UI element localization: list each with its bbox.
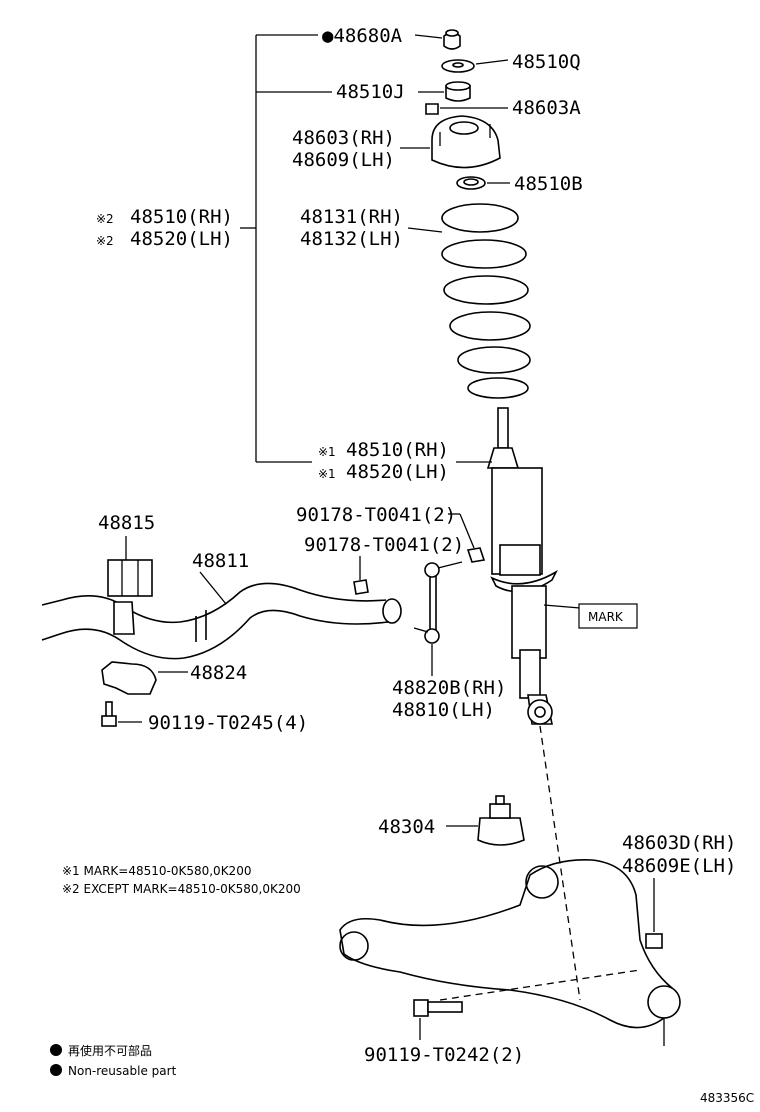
label-90178-b: 90178-T0041(2) xyxy=(304,534,464,556)
label-48603a: 48603A xyxy=(512,97,581,119)
label-48510j: 48510J xyxy=(336,81,405,103)
legend-en: Non-reusable part xyxy=(68,1064,177,1078)
stabilizer-bar xyxy=(41,571,402,660)
label-48815: 48815 xyxy=(98,512,155,534)
part-48815-bushing xyxy=(107,536,153,597)
label-48304: 48304 xyxy=(378,816,435,838)
part-90119-t0245-bolt xyxy=(101,701,142,727)
label-48811: 48811 xyxy=(192,550,249,572)
label-48510-group1: 48510(RH) xyxy=(346,439,449,461)
label-48603d: 48603D(RH) xyxy=(622,832,736,854)
label-48810: 48810(LH) xyxy=(392,699,495,721)
part-48603d-nut xyxy=(645,878,663,949)
label-48680a: ●48680A xyxy=(322,25,403,47)
mark-label: MARK xyxy=(588,610,624,624)
label-48510-group2: 48510(RH) xyxy=(130,206,233,228)
label-48824: 48824 xyxy=(190,662,247,684)
part-48510q-washer xyxy=(441,59,509,73)
part-48824-bracket xyxy=(101,661,188,695)
footnote-2: ※2 EXCEPT MARK=48510-0K580,0K200 xyxy=(62,882,301,896)
non-reusable-bullet-icon xyxy=(50,1044,62,1056)
part-90178-nut-b xyxy=(353,556,369,595)
mark-1-top: ※1 xyxy=(318,445,336,459)
non-reusable-bullet-icon xyxy=(50,1064,62,1076)
legend: 再使用不可部品 Non-reusable part xyxy=(50,1043,177,1078)
legend-jp: 再使用不可部品 xyxy=(68,1043,152,1058)
footnote-1: ※1 MARK=48510-0K580,0K200 xyxy=(62,864,251,878)
label-48820b: 48820B(RH) xyxy=(392,677,506,699)
label-90119-t0245: 90119-T0245(4) xyxy=(148,712,308,734)
label-48609e: 48609E(LH) xyxy=(622,855,736,877)
label-90119-t0242: 90119-T0242(2) xyxy=(364,1044,524,1066)
mark-1-bottom: ※1 xyxy=(318,467,336,481)
label-48510b: 48510B xyxy=(514,173,583,195)
label-48520-group1: 48520(LH) xyxy=(346,461,449,483)
part-48510b-washer xyxy=(456,176,510,190)
label-48131: 48131(RH) xyxy=(300,206,403,228)
mark-2-top: ※2 xyxy=(96,212,114,226)
label-48520-group2: 48520(LH) xyxy=(130,228,233,250)
label-90178-a: 90178-T0041(2) xyxy=(296,504,456,526)
label-48510q: 48510Q xyxy=(512,51,581,73)
mark-2-bottom: ※2 xyxy=(96,234,114,248)
stabilizer-link xyxy=(413,561,463,676)
coil-spring xyxy=(407,203,531,399)
part-48603-support xyxy=(400,115,501,169)
lower-control-arm xyxy=(339,725,681,1046)
label-48609: 48609(LH) xyxy=(292,149,395,171)
label-48603: 48603(RH) xyxy=(292,127,395,149)
part-90178-nut-a xyxy=(448,513,486,563)
part-48510j-bushing xyxy=(418,81,471,102)
part-48603a-nut xyxy=(425,103,508,115)
part-90119-t0242-bolt xyxy=(413,999,463,1040)
mark-callout: MARK xyxy=(578,603,638,629)
part-48304-bumper xyxy=(446,795,525,846)
illustration-reference: 483356C xyxy=(700,1091,754,1105)
label-48132: 48132(LH) xyxy=(300,228,403,250)
part-48680a-nut xyxy=(414,29,461,50)
shock-absorber xyxy=(456,407,581,725)
bracket-group-2 xyxy=(240,34,332,463)
